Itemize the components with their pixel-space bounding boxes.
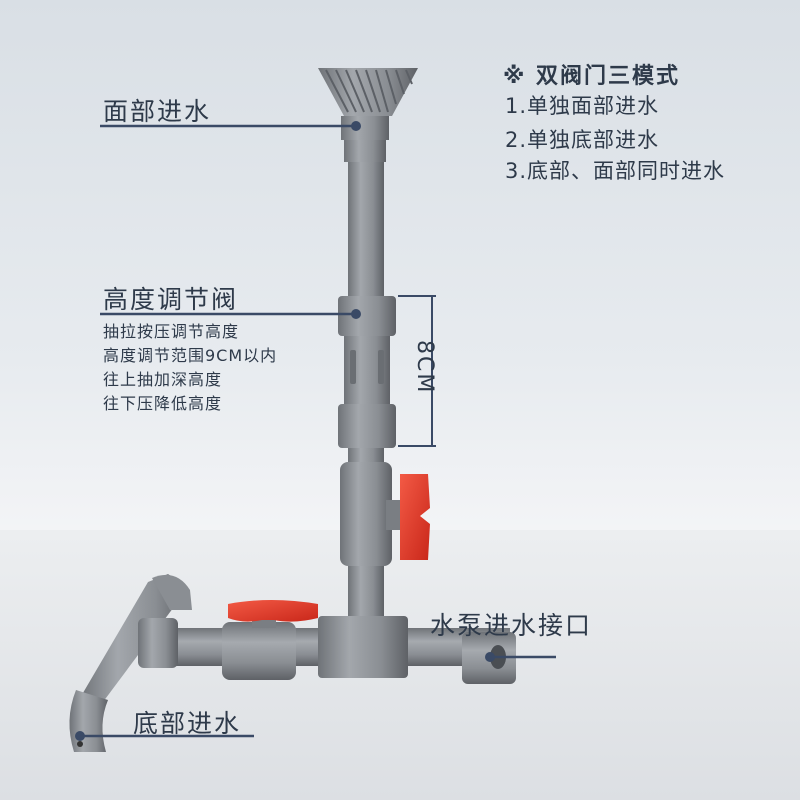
tee-fitting	[318, 616, 408, 678]
top-strainer	[318, 68, 418, 162]
top-inlet-dot	[351, 121, 361, 131]
height-note-2: 高度调节范围9CM以内	[103, 346, 278, 365]
bottom-inlet-dot	[75, 731, 85, 741]
mode-item-1: 1.单独面部进水	[505, 94, 660, 118]
mode-item-2: 2.单独底部进水	[505, 128, 660, 152]
height-valve-dot	[351, 309, 361, 319]
pump-inlet-dot	[485, 652, 495, 662]
pump-inlet-label: 水泵进水接口	[430, 611, 593, 640]
vertical-pipe	[348, 160, 384, 300]
modes-title: ※ 双阀门三模式	[503, 64, 681, 89]
height-note-4: 往下压降低高度	[103, 394, 223, 413]
bottom-inlet-label: 底部进水	[133, 709, 242, 738]
top-inlet-label: 面部进水	[103, 97, 212, 126]
height-adjust-union	[338, 296, 396, 448]
mode-item-3: 3.底部、面部同时进水	[505, 159, 726, 183]
height-dimension-value: 8CM	[412, 340, 437, 395]
bottom-ball-valve	[222, 600, 318, 680]
height-note-1: 抽拉按压调节高度	[103, 322, 240, 341]
top-ball-valve	[340, 462, 430, 566]
height-note-3: 往上抽加深高度	[103, 370, 223, 389]
height-valve-label: 高度调节阀	[103, 285, 239, 314]
dimension-bracket	[398, 295, 436, 447]
